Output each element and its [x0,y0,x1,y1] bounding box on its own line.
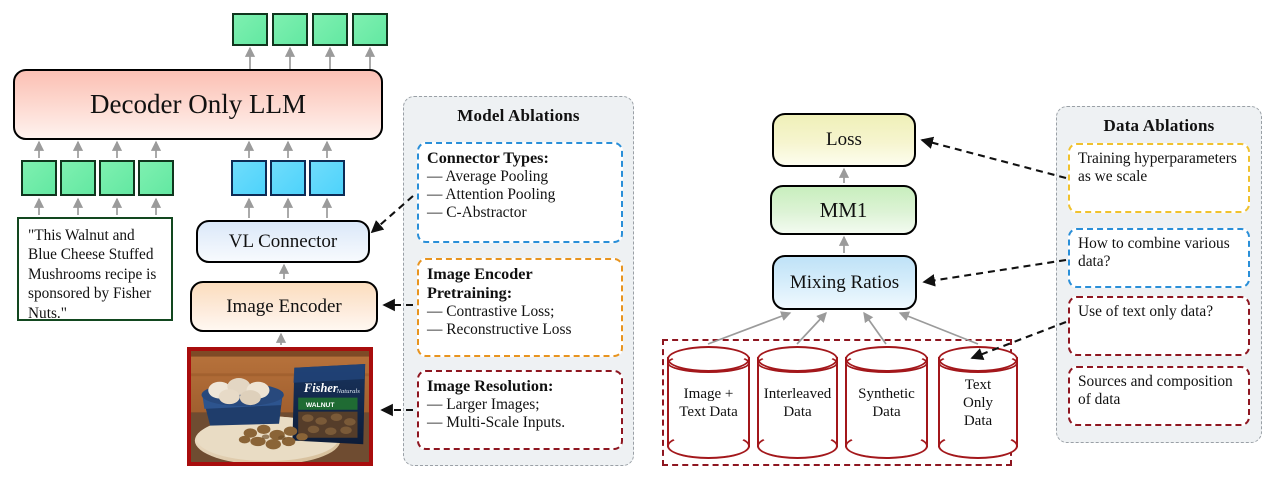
cylinder-label-line2: Data [872,403,901,420]
text-token-2 [99,160,135,196]
card-image-resolution[interactable]: Image Resolution: — Larger Images; — Mul… [417,370,623,450]
card-image-encoder-pretraining-heading-line2: Pretraining: [427,284,513,303]
card-training-hyperparameters-text: Training hyperparameters as we scale [1078,150,1237,186]
text-token-3 [138,160,174,196]
image-token-0 [231,160,267,196]
data-source-cylinder-image-text[interactable]: Image + Text Data [667,346,750,459]
card-image-resolution-item-0: — Larger Images; [427,396,540,414]
svg-text:WALNUT: WALNUT [306,402,335,409]
card-combine-data[interactable]: How to combine various data? [1068,228,1250,288]
card-sources-composition[interactable]: Sources and composition of data [1068,366,1250,426]
cylinder-label-line2: Data [783,403,812,420]
cylinder-label-line2: Only [963,394,993,411]
vl-connector-box: VL Connector [196,220,370,263]
text-token-1 [60,160,96,196]
card-connector-types[interactable]: Connector Types: — Average Pooling — Att… [417,142,623,243]
input-image-photo: Fisher Naturals WALNUT [187,347,373,466]
output-token-3 [352,13,388,46]
loss-box: Loss [772,113,916,167]
card-image-encoder-pretraining[interactable]: Image Encoder Pretraining: — Contrastive… [417,258,623,357]
mm1-label: MM1 [819,197,868,222]
text-token-0 [21,160,57,196]
cylinder-bottom [938,433,1018,459]
cylinder-lip [938,353,1018,373]
input-text-quote-box: "This Walnut and Blue Cheese Stuffed Mus… [17,217,173,322]
loss-label: Loss [826,129,862,151]
cylinder-label-line2: Text Data [679,403,738,420]
cylinder-lip [845,353,928,373]
card-sources-composition-text: Sources and composition of data [1078,373,1233,409]
cylinder-label-line1: Image + [683,385,734,402]
photo-scene: Fisher Naturals WALNUT [191,351,369,462]
arrow-hyperparameters-to-loss [920,136,1067,180]
image-encoder-box: Image Encoder [190,281,378,332]
cylinder-label: Image + Text Data [667,385,750,421]
decoder-only-llm-label: Decoder Only LLM [90,89,306,120]
data-source-cylinder-interleaved[interactable]: Interleaved Data [757,346,838,459]
card-image-encoder-pretraining-item-1: — Reconstructive Loss [427,321,572,339]
data-source-cylinder-text-only[interactable]: Text Only Data [938,346,1018,459]
cylinder-body [845,357,928,447]
cylinder-label: Text Only Data [938,376,1018,430]
cylinder-label-line1: Interleaved [763,385,832,402]
card-connector-types-item-1: — Attention Pooling [427,186,556,204]
card-image-encoder-pretraining-item-0: — Contrastive Loss; [427,303,555,321]
mixing-ratios-label: Mixing Ratios [789,271,900,293]
card-text-only-data-text: Use of text only data? [1078,303,1214,320]
cylinder-bottom [757,433,838,459]
cylinder-label-line1: Synthetic [858,385,915,402]
card-combine-data-text: How to combine various data? [1078,235,1230,271]
cylinder-lip [667,353,750,373]
model-ablations-title: Model Ablations [457,106,580,125]
card-image-resolution-item-1: — Multi-Scale Inputs. [427,414,566,432]
cylinder-bottom [845,433,928,459]
vl-connector-label: VL Connector [228,230,338,252]
output-token-1 [272,13,308,46]
data-source-cylinder-synthetic[interactable]: Synthetic Data [845,346,928,459]
cylinder-label: Synthetic Data [845,385,928,421]
svg-text:Fisher: Fisher [303,381,338,395]
card-connector-types-item-2: — C-Abstractor [427,204,527,222]
data-ablations-title: Data Ablations [1103,116,1215,135]
card-connector-types-item-0: — Average Pooling [427,168,549,186]
card-connector-types-heading: Connector Types: [427,149,549,167]
mixing-ratios-box: Mixing Ratios [772,255,917,310]
card-training-hyperparameters[interactable]: Training hyperparameters as we scale [1068,143,1250,213]
input-text-quote: "This Walnut and Blue Cheese Stuffed Mus… [28,227,157,322]
output-token-2 [312,13,348,46]
card-text-only-data[interactable]: Use of text only data? [1068,296,1250,356]
image-token-1 [270,160,306,196]
cylinder-bottom [667,433,750,459]
mm1-box: MM1 [770,185,917,235]
cylinder-lip [757,353,838,373]
output-token-0 [232,13,268,46]
card-image-resolution-heading: Image Resolution: [427,377,554,395]
decoder-only-llm-box: Decoder Only LLM [13,69,383,140]
cylinder-label-line1: Text [964,376,992,393]
cylinder-label: Interleaved Data [757,385,838,421]
arrow-combine-to-mixing-ratios [922,258,1067,287]
cylinder-label-line3: Data [963,412,993,429]
image-token-2 [309,160,345,196]
card-image-encoder-pretraining-heading-line1: Image Encoder [427,265,533,283]
image-encoder-label: Image Encoder [226,295,342,317]
svg-text:Naturals: Naturals [335,388,360,395]
